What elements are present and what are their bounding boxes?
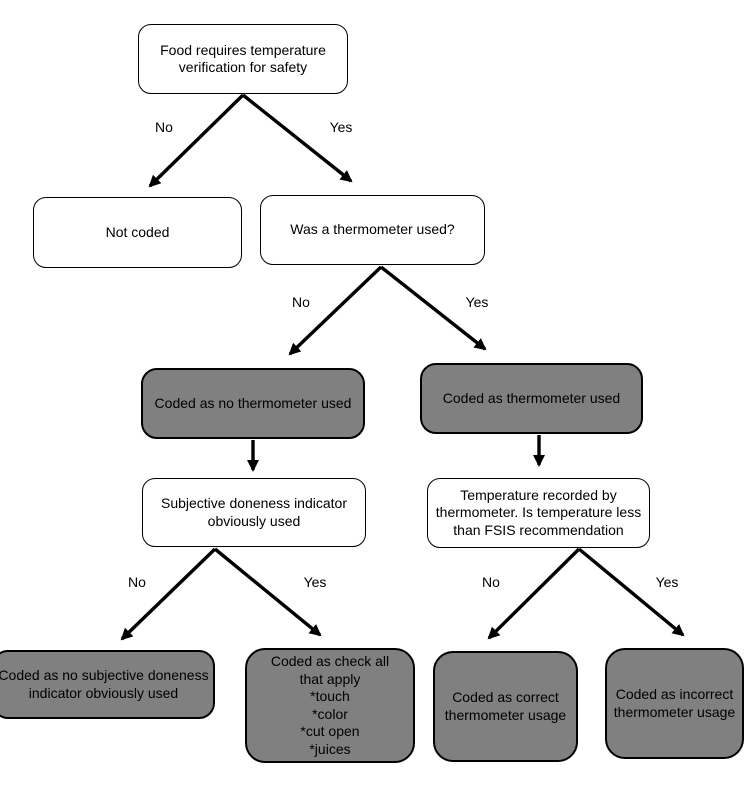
edge-label-root-no: No bbox=[155, 119, 173, 135]
edge-label-thermq-yes: Yes bbox=[465, 294, 489, 310]
node-coded-thermometer-label: Coded as thermometer used bbox=[442, 389, 621, 406]
node-coded-no-subjective-label: Coded as no subjective doneness indicato… bbox=[0, 667, 209, 701]
node-coded-correct: Coded as correct thermometer usage bbox=[433, 651, 578, 762]
node-subjective-indicator-label: Subjective doneness indicator obviously … bbox=[160, 495, 347, 529]
node-coded-check-all: Coded as check all that apply *touch *co… bbox=[245, 648, 415, 763]
edge-label-subjective-yes: Yes bbox=[303, 574, 327, 590]
node-not-coded: Not coded bbox=[33, 197, 242, 268]
node-coded-correct-label: Coded as correct thermometer usage bbox=[444, 689, 567, 723]
node-root: Food requires temperature verification f… bbox=[138, 24, 348, 94]
node-temperature-recorded-label: Temperature recorded by thermometer. Is … bbox=[435, 486, 642, 538]
node-temperature-recorded: Temperature recorded by thermometer. Is … bbox=[427, 478, 650, 548]
arrow-root-no bbox=[148, 93, 245, 188]
arrow-thermq-no bbox=[288, 265, 383, 356]
node-coded-incorrect-label: Coded as incorrect thermometer usage bbox=[613, 686, 736, 720]
arrow-subjective-yes bbox=[213, 547, 322, 637]
node-coded-incorrect: Coded as incorrect thermometer usage bbox=[605, 648, 744, 759]
arrow-temp-no bbox=[487, 547, 581, 640]
node-subjective-indicator: Subjective doneness indicator obviously … bbox=[142, 478, 366, 547]
node-thermometer-question-label: Was a thermometer used? bbox=[290, 221, 455, 238]
node-coded-no-thermometer: Coded as no thermometer used bbox=[141, 368, 365, 439]
edge-label-temp-yes: Yes bbox=[655, 574, 679, 590]
node-coded-thermometer: Coded as thermometer used bbox=[420, 363, 643, 434]
node-not-coded-label: Not coded bbox=[105, 223, 170, 240]
node-coded-no-thermometer-label: Coded as no thermometer used bbox=[154, 394, 352, 411]
edge-label-subjective-no: No bbox=[128, 574, 146, 590]
node-thermometer-question: Was a thermometer used? bbox=[260, 195, 485, 265]
arrow-root-yes bbox=[241, 93, 353, 183]
node-coded-check-all-label: Coded as check all that apply *touch *co… bbox=[270, 653, 390, 757]
arrow-thermq-yes bbox=[379, 265, 487, 351]
arrow-subjective-no bbox=[120, 547, 217, 641]
edge-label-root-yes: Yes bbox=[329, 119, 353, 135]
edge-label-temp-no: No bbox=[482, 574, 500, 590]
arrow-temp-yes bbox=[577, 547, 685, 637]
node-root-label: Food requires temperature verification f… bbox=[160, 41, 326, 76]
node-coded-no-subjective: Coded as no subjective doneness indicato… bbox=[0, 650, 215, 719]
edge-label-thermq-no: No bbox=[292, 294, 310, 310]
